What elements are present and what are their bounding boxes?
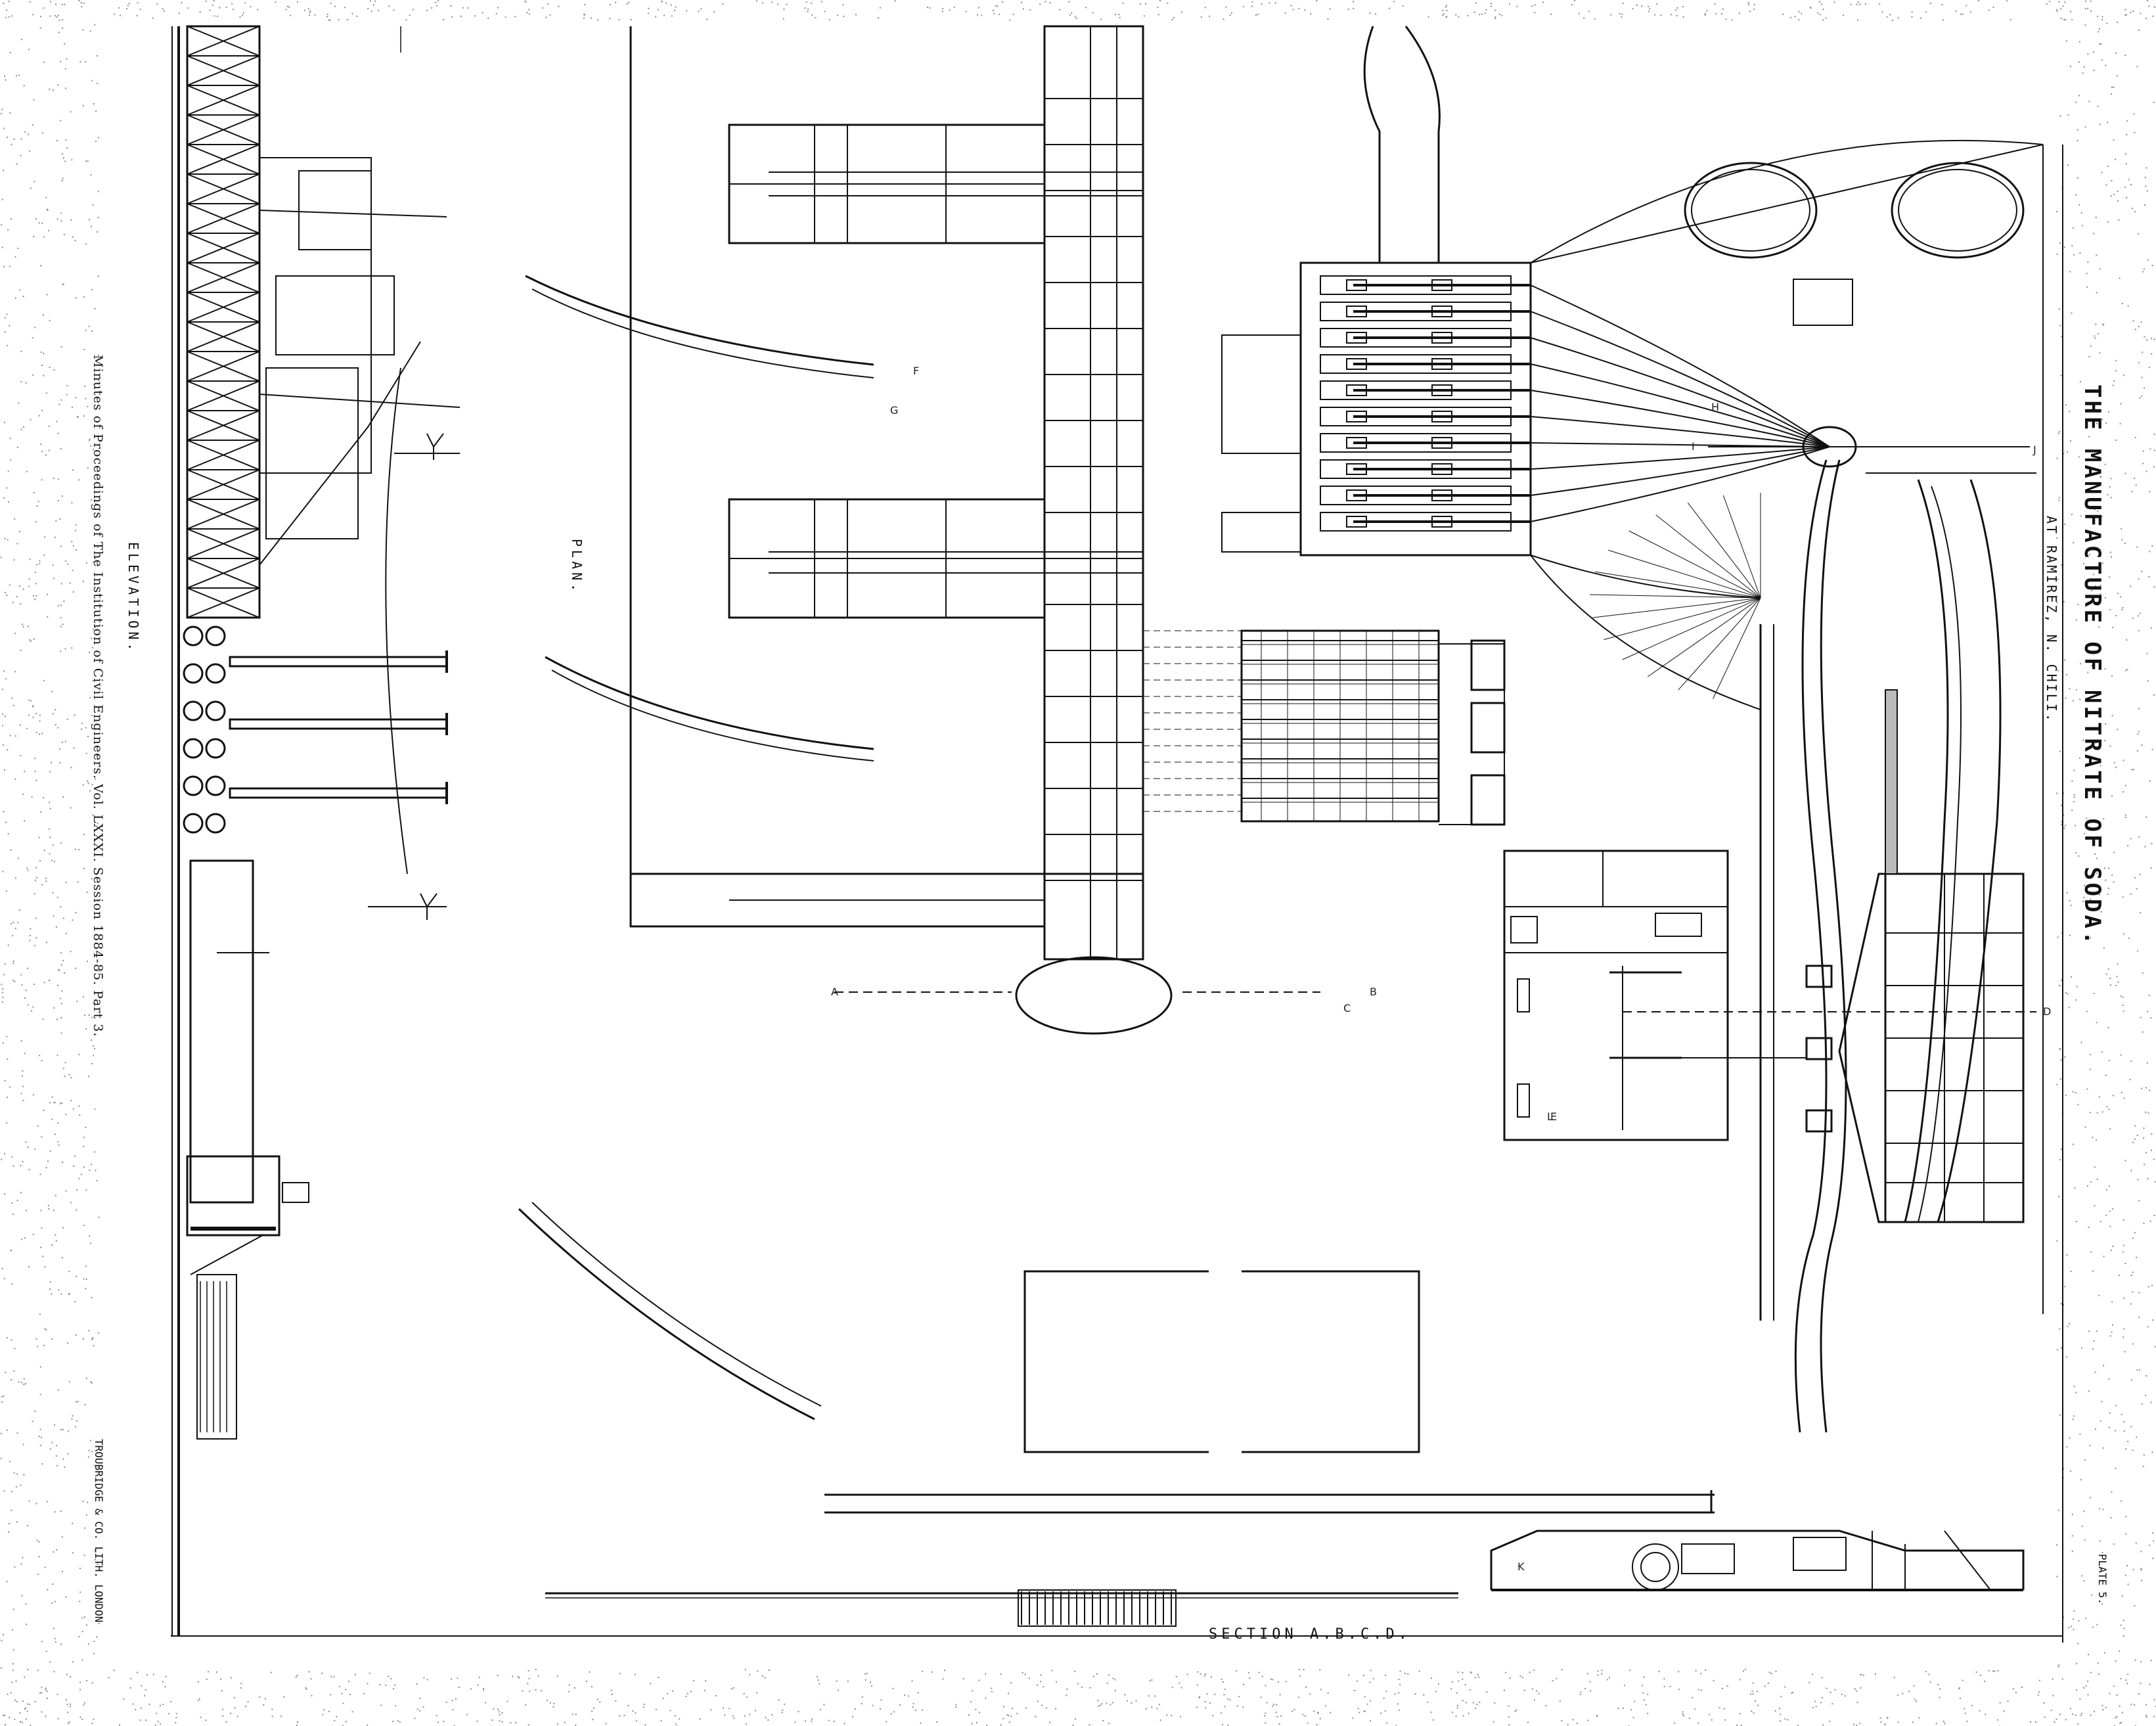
engine-house [1503,850,1807,1141]
marker-e: E [1550,1110,1558,1123]
plan-view [518,25,1715,1514]
evaporator-block [1143,629,1506,826]
marker-d: D [2043,1005,2052,1018]
marker-c: C [1343,1002,1351,1014]
plate-number: PLATE 5. [2096,1554,2109,1605]
section-label: SECTION A.B.C.D. [1209,1626,1411,1643]
marker-k: K [1517,1560,1525,1573]
vats [183,625,226,834]
plan-label: PLAN. [569,539,585,595]
marker-i: I [1692,440,1695,453]
marker-j: J [2033,443,2036,456]
marker-g: G [890,404,899,417]
elevation-label: ELEVATION. [125,542,141,654]
section-view [545,1530,2025,1627]
marker-h: H [1711,401,1720,413]
site-right [1363,26,2044,1433]
marker-a: A [831,986,838,998]
drawing-title: THE MANUFACTURE OF NITRATE OF SODA. [2079,384,2105,947]
publisher-caption: TROUBRIDGE & CO. LITH. LONDON [93,1439,105,1623]
elevation-view [171,25,460,1636]
lattice-frame [187,26,260,618]
marker-l: L [1547,1110,1553,1123]
drawing-subtitle: AT RAMIREZ, N. CHILI. [2044,516,2059,723]
boiler-block [1221,144,2044,710]
proceedings-caption: Minutes of Proceedings of The Institutio… [91,355,105,1037]
marker-b: B [1370,986,1377,998]
marker-f: F [913,365,920,377]
